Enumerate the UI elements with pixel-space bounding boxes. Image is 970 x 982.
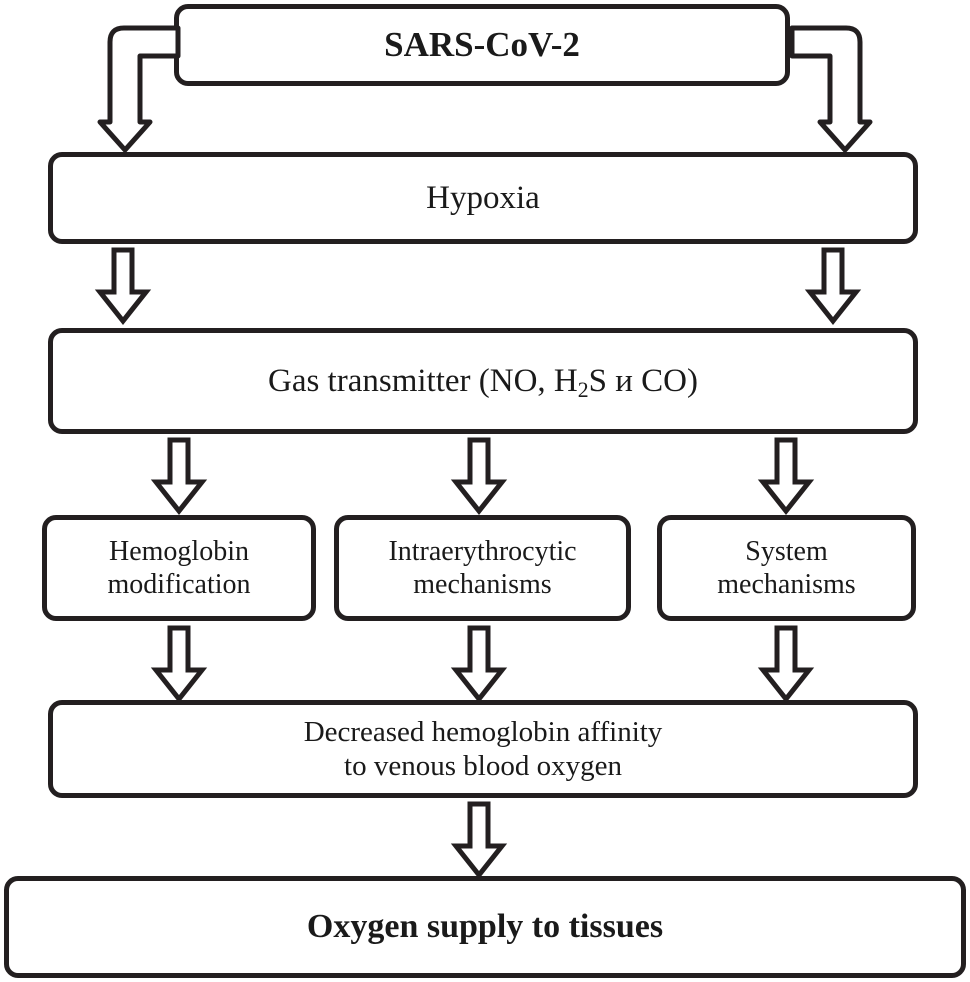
intraerythrocytic-line-2: mechanisms [413, 569, 552, 600]
node-oxygen-supply: Oxygen supply to tissues [4, 876, 966, 978]
connector-gas-to-system [757, 437, 815, 516]
node-gas-transmitter-label: Gas transmitter (NO, H2S и CO) [61, 362, 905, 401]
gas-label-subscript: 2 [577, 377, 589, 402]
connector-system-to-decreased [757, 625, 815, 704]
connector-hypoxia-to-gas-right [804, 247, 862, 326]
connector-gas-to-intraerythrocytic [450, 437, 508, 516]
connector-intraerythrocytic-to-decreased [450, 625, 508, 704]
system-line-2: mechanisms [717, 569, 856, 600]
system-line-1: System [745, 535, 828, 567]
connector-hypoxia-to-gas-left [94, 247, 152, 326]
connector-sars-to-hypoxia-right [778, 25, 873, 154]
node-sars-cov-2-label: SARS-CoV-2 [384, 25, 580, 65]
gas-label-part2: S и CO) [588, 362, 698, 399]
connector-hemoglobin-to-decreased [150, 625, 208, 704]
connector-decreased-to-oxygen [450, 801, 508, 880]
node-gas-transmitter: Gas transmitter (NO, H2S и CO) [48, 328, 918, 434]
hemoglobin-line-1: Hemoglobin [109, 535, 249, 567]
decreased-line-1: Decreased hemoglobin affinity [303, 715, 663, 748]
node-hypoxia: Hypoxia [48, 152, 918, 244]
node-oxygen-supply-label: Oxygen supply to tissues [306, 907, 664, 945]
connector-gas-to-hemoglobin [150, 437, 208, 516]
hemoglobin-line-2: modification [107, 569, 251, 600]
node-sars-cov-2: SARS-CoV-2 [174, 4, 790, 86]
decreased-line-2: to venous blood oxygen [344, 750, 622, 782]
gas-label-part1: Gas transmitter (NO, H [267, 362, 578, 399]
node-hypoxia-label: Hypoxia [426, 179, 540, 216]
intraerythrocytic-line-1: Intraerythrocytic [388, 535, 577, 567]
